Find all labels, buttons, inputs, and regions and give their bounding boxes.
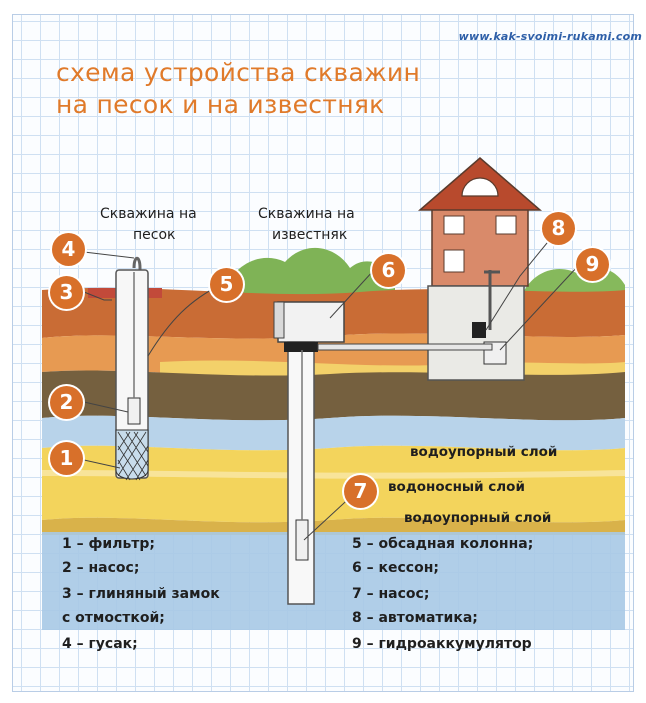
legend-left-2: 2 – насос;	[62, 560, 140, 576]
limestone-well-caption-2: известняк	[272, 227, 348, 243]
bushes	[220, 247, 395, 300]
layer-label-aquifer: водоносный слой	[388, 479, 525, 495]
limestone-well	[273, 301, 493, 605]
badge-2: 2	[50, 386, 83, 419]
casing-pipe	[287, 341, 315, 605]
filter-mesh	[117, 431, 149, 481]
gooseneck-pipe	[132, 256, 142, 292]
layer-label-aquiclude-bottom: водоупорный слой	[404, 510, 552, 526]
watermark: www.kak-svoimi-rukami.com	[458, 30, 642, 43]
window	[443, 215, 465, 235]
pump	[295, 519, 309, 561]
badge-8: 8	[542, 212, 575, 245]
attic-window	[461, 177, 499, 197]
house	[417, 157, 543, 381]
title-line-2: на песок и на известняк	[56, 90, 385, 119]
horizontal-pipe	[317, 343, 493, 351]
badge-7: 7	[344, 475, 377, 508]
window	[443, 249, 465, 273]
aquiclude-layer-bottom	[42, 517, 625, 535]
badge-4: 4	[52, 233, 85, 266]
pump	[127, 397, 141, 425]
sand-well	[88, 256, 162, 481]
casing-collar	[284, 342, 318, 352]
aquifer-sand-layer	[42, 445, 625, 523]
automation-box	[472, 322, 486, 338]
limestone-upper	[42, 470, 625, 479]
caisson	[277, 301, 345, 343]
badge-9: 9	[576, 248, 609, 281]
sand-well-caption-2: песок	[133, 227, 176, 243]
leader-lines	[83, 231, 579, 541]
legend-right-3: 7 – насос;	[352, 586, 430, 602]
badge-5: 5	[210, 268, 243, 301]
house-pipe	[484, 270, 500, 330]
badge-6: 6	[372, 254, 405, 287]
clay-layer	[42, 370, 625, 421]
legend-right-2: 6 – кессон;	[352, 560, 439, 576]
window	[495, 215, 517, 235]
legend-left-3: 3 – глиняный замок	[62, 586, 220, 602]
legend-left-5: 4 – гусак;	[62, 636, 138, 652]
badge-3: 3	[50, 276, 83, 309]
limestone-well-caption-1: Скважина на	[258, 206, 355, 222]
legend-right-1: 5 – обсадная колонна;	[352, 536, 534, 552]
legend-left-1: 1 – фильтр;	[62, 536, 156, 552]
title-line-1: схема устройства скважин	[56, 58, 421, 87]
legend-right-4: 8 – автоматика;	[352, 610, 478, 626]
sand-well-caption-1: Скважина на	[100, 206, 197, 222]
badge-1: 1	[50, 442, 83, 475]
aquiclude-layer-top	[42, 415, 625, 451]
layer-label-aquiclude-top: водоупорный слой	[410, 444, 558, 460]
legend-left-4: с отмосткой;	[62, 610, 165, 626]
legend-right-5: 9 – гидроаккумулятор	[352, 636, 532, 652]
caisson-top	[273, 301, 285, 339]
deep-water-layer	[42, 532, 625, 630]
